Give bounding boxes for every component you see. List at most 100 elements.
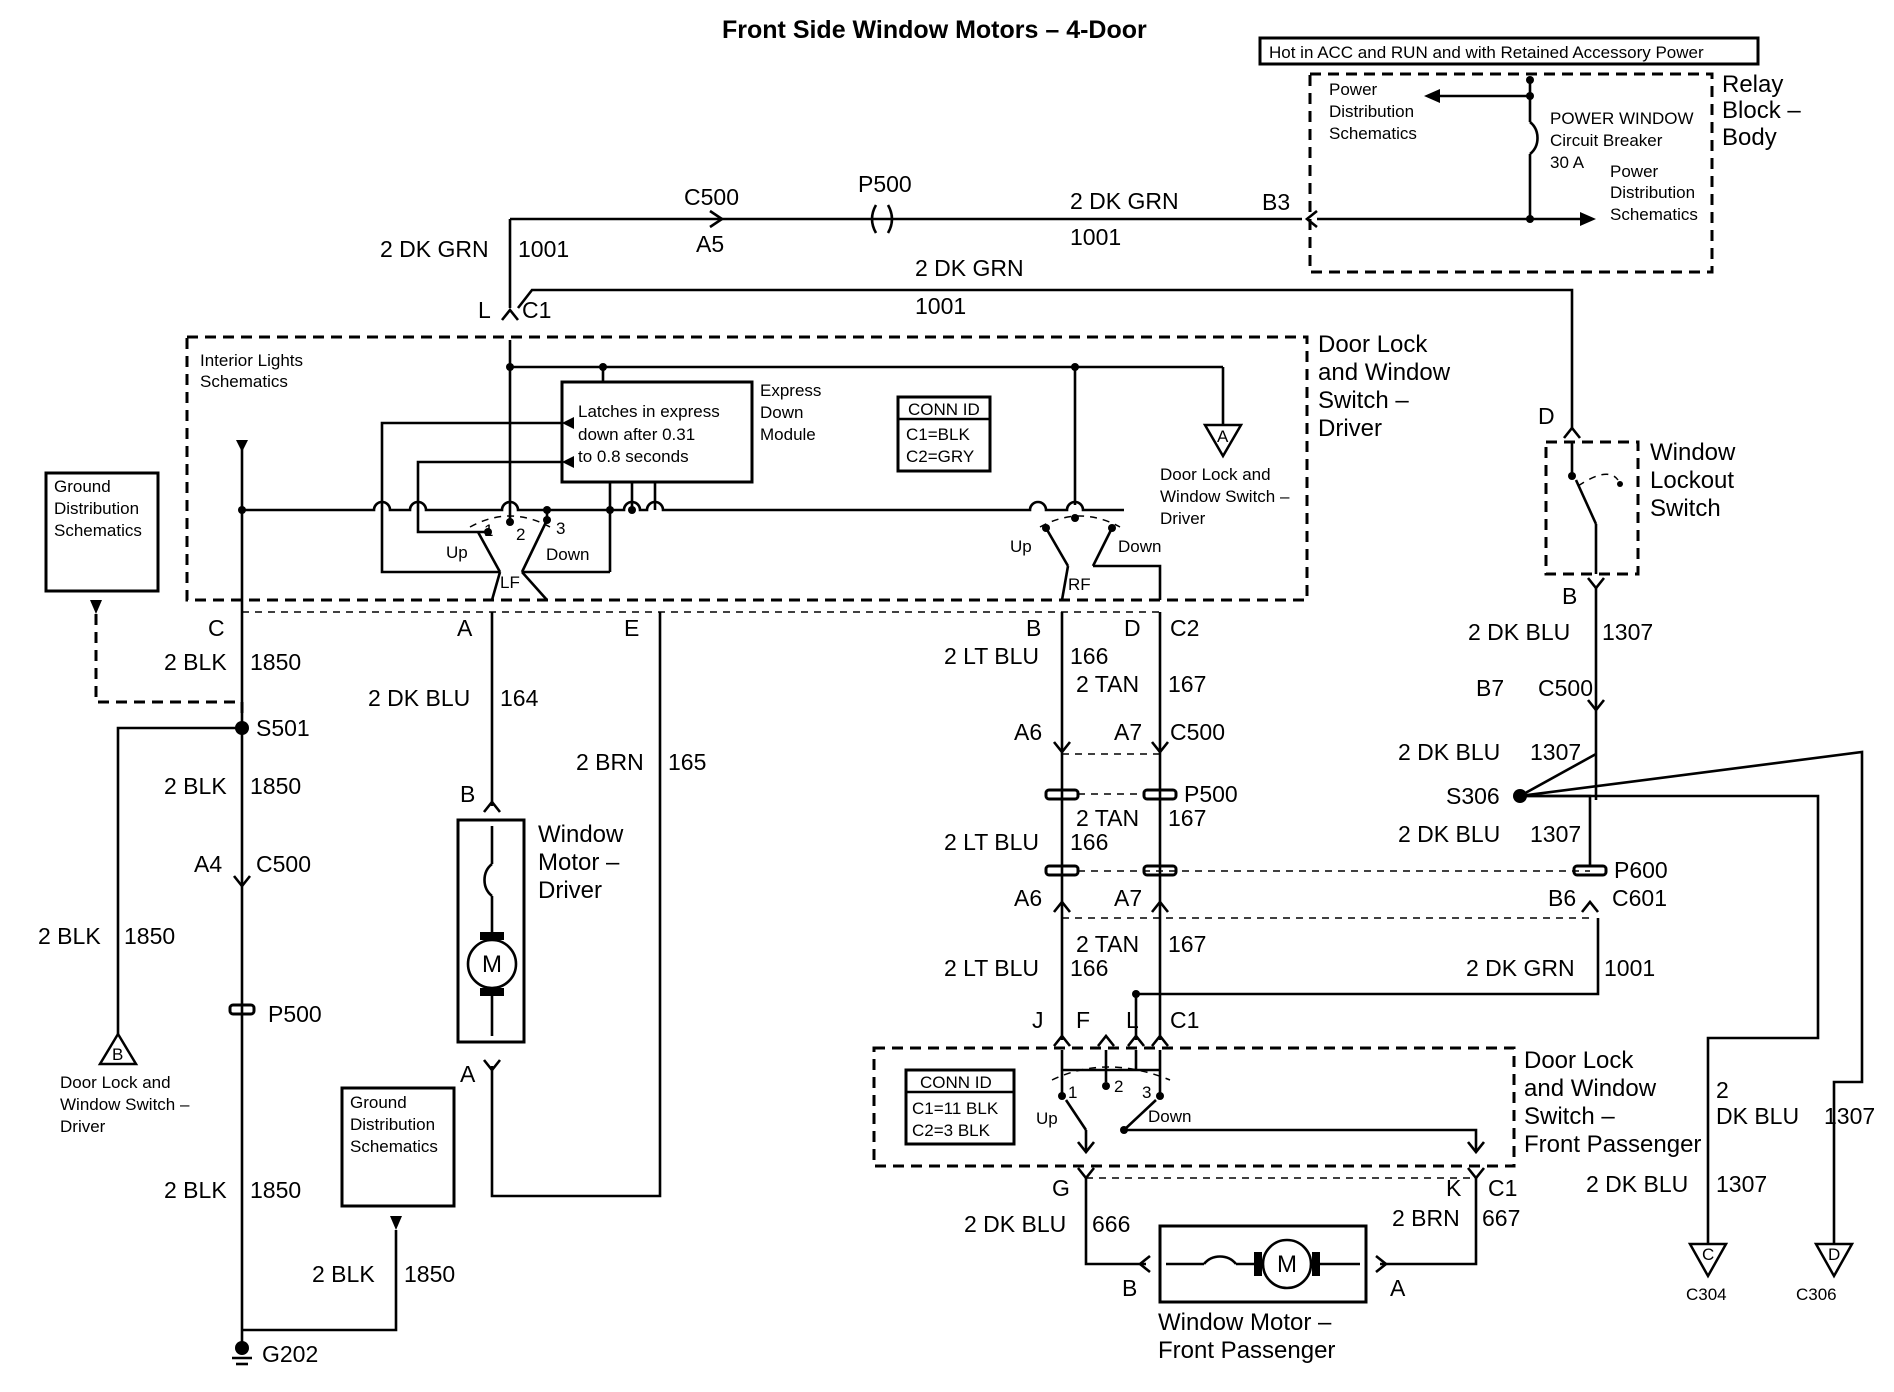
- b7-label: B7: [1476, 675, 1504, 701]
- pass-conn-id-title: CONN ID: [920, 1073, 992, 1092]
- ref-d-label: C306: [1796, 1285, 1837, 1304]
- interior-lights-arrow: [236, 440, 248, 452]
- feed-branch-wire: 2 DK GRN: [915, 255, 1024, 281]
- rf-d-lead: [1093, 564, 1162, 600]
- relay-arrowhead-right: [1580, 212, 1596, 226]
- driver-switch-name-3: Switch –: [1318, 387, 1409, 414]
- relay-node-top: [1526, 76, 1534, 84]
- feed-wire-left: 2 DK GRN: [380, 236, 489, 262]
- interior-lights-2: Schematics: [200, 372, 288, 391]
- bus-node-4: [628, 506, 636, 514]
- b7-connector: [1586, 699, 1606, 713]
- wire-167b-circuit: 167: [1168, 805, 1206, 831]
- pass-internal-arrows: [1076, 1141, 1486, 1155]
- ref-b-triangle: [97, 1031, 139, 1066]
- lockout-link: [1577, 473, 1619, 487]
- driver-motor-box: [456, 818, 526, 1044]
- motor-b-connector: [482, 799, 502, 813]
- feed-circuit-right: 1001: [1070, 224, 1121, 250]
- pass-switch-name-3: Switch –: [1524, 1103, 1615, 1130]
- motor-brush-bottom: [480, 988, 504, 996]
- c500-left-label: C500: [256, 851, 311, 877]
- interior-lights-1: Interior Lights: [200, 351, 303, 370]
- rf-mechanical-link: [1039, 515, 1121, 528]
- gnd-box2-3: Schematics: [350, 1137, 438, 1156]
- wire-1001-passenger: [1134, 918, 1600, 1040]
- s306-feed: [1519, 752, 1597, 798]
- ref-a-label-1: Door Lock and: [1160, 465, 1271, 484]
- breaker-label-2: Circuit Breaker: [1550, 131, 1663, 150]
- wire-667-color: 2 BRN: [1392, 1205, 1460, 1231]
- right-wire-2: DK BLU: [1716, 1103, 1799, 1129]
- pass-motor-box: [1158, 1224, 1368, 1304]
- wire-167-color: 2 TAN: [1076, 671, 1139, 697]
- hot-label: Hot in ACC and RUN and with Retained Acc…: [1269, 43, 1704, 62]
- ref-c-label: C304: [1686, 1285, 1727, 1304]
- pass-motor-name-2: Front Passenger: [1158, 1337, 1335, 1364]
- pin-c: C: [208, 615, 225, 641]
- express-text-2: down after 0.31: [578, 425, 695, 444]
- lf-name: LF: [500, 573, 520, 592]
- pass-n3: 3: [1142, 1083, 1151, 1102]
- pass-conn-id-c1: C1=11 BLK: [912, 1099, 999, 1118]
- c601-b6-connector: [1580, 899, 1600, 913]
- wire-1307-to-c306: [1519, 750, 1864, 1244]
- wire-166c-color: 2 LT BLU: [944, 955, 1039, 981]
- rf-b-lead: [1060, 565, 1070, 601]
- p500-left-label: P500: [268, 1001, 322, 1027]
- wire-164-circuit: 164: [500, 685, 539, 711]
- pass-motor-pin-b: B: [1122, 1275, 1137, 1301]
- p600-passthrough: [1572, 864, 1608, 877]
- pass-c1-connectors: [1052, 1033, 1170, 1047]
- pin-e: E: [624, 615, 639, 641]
- relay-arrowhead-left: [1424, 89, 1440, 103]
- express-name-1: Express: [760, 381, 821, 400]
- module-in-up: [380, 421, 562, 574]
- c1-l-connector: [500, 307, 520, 321]
- lf-down: Down: [546, 545, 589, 564]
- lockout-contact: [1568, 472, 1576, 480]
- module-in-down: [416, 460, 562, 534]
- driver-switch-name-1: Door Lock: [1318, 331, 1428, 358]
- s501-label: S501: [256, 715, 310, 741]
- right-wire-1: 2: [1716, 1077, 1729, 1103]
- wire-666-circuit: 666: [1092, 1211, 1130, 1237]
- gnd-wire2: 2 BLK: [164, 773, 227, 799]
- c601-label: C601: [1612, 885, 1667, 911]
- c500-label-top: C500: [684, 184, 739, 210]
- wire-1307-circuit-4: 1307: [1716, 1171, 1767, 1197]
- feed-branch-circuit: 1001: [915, 293, 966, 319]
- wire-1307-color-3: 2 DK BLU: [1398, 821, 1500, 847]
- pass-switch-name-1: Door Lock: [1524, 1047, 1634, 1074]
- ref-b-letter: B: [112, 1045, 123, 1064]
- wire-164-color: 2 DK BLU: [368, 685, 470, 711]
- gnd-wire1: 2 BLK: [164, 649, 227, 675]
- bus-node-5: [606, 506, 614, 514]
- s501-branch: [116, 726, 242, 1034]
- lf-n1: 1: [484, 521, 493, 540]
- ref-a-letter: A: [1217, 427, 1229, 446]
- pass-k-lead: [1124, 1128, 1478, 1150]
- c601-center-connectors: [1052, 899, 1170, 913]
- a5-label: A5: [696, 231, 724, 257]
- conn-id-c2: C2=GRY: [906, 447, 974, 466]
- p500-label-top: P500: [858, 171, 912, 197]
- gnd-circuit3: 1850: [250, 1177, 301, 1203]
- rf-down: Down: [1118, 537, 1161, 556]
- pass-contact-3: [1156, 1092, 1164, 1100]
- pin-d: D: [1124, 615, 1141, 641]
- a7-label: A7: [1114, 719, 1142, 745]
- lockout-name-1: Window: [1650, 439, 1736, 466]
- driver-motor-name-3: Driver: [538, 877, 602, 904]
- rf-contact-2: [1071, 514, 1079, 522]
- module-arrow-1: [562, 417, 574, 429]
- motor-breaker: [483, 862, 493, 898]
- b3-connector: [1304, 209, 1318, 229]
- relay-block-outline: [1308, 72, 1714, 274]
- ref-c-letter: C: [1702, 1245, 1714, 1264]
- bus-node-1: [506, 363, 514, 371]
- rf-down-blade: [1091, 527, 1114, 567]
- c500-a5-connector: [709, 209, 725, 229]
- relay-block-name-1: Relay: [1722, 71, 1783, 98]
- pass-contact-1: [1058, 1092, 1066, 1100]
